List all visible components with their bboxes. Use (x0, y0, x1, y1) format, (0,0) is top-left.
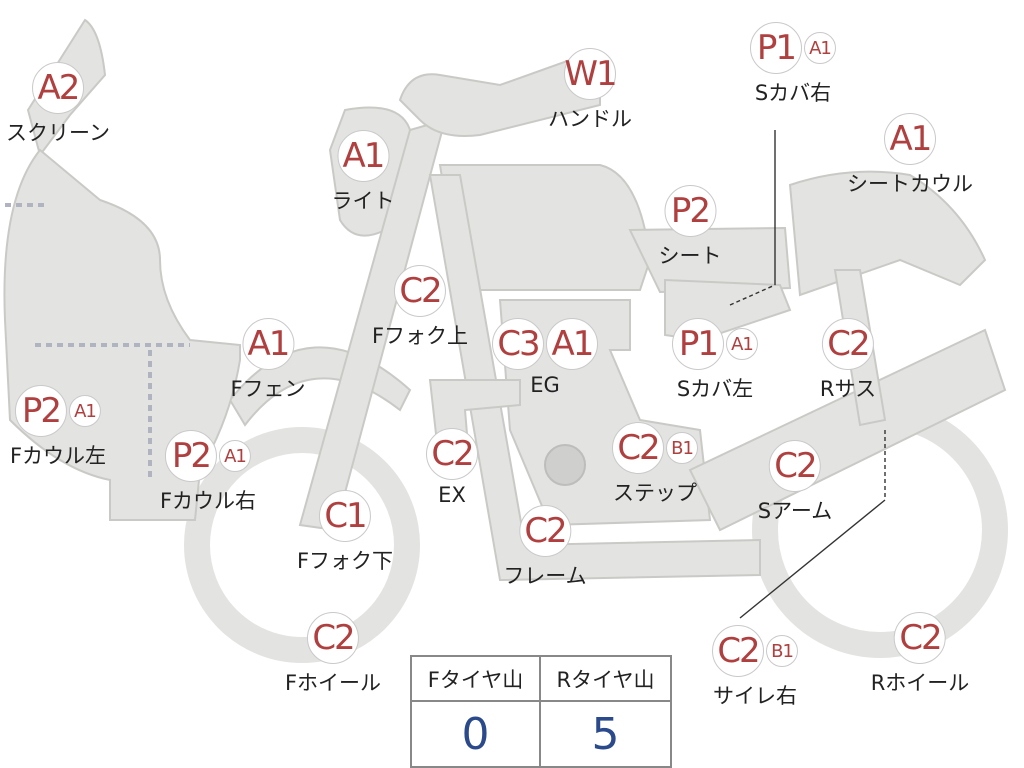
part-fwheel: C2 Fホイール (285, 612, 381, 697)
grade-badge: P1 (672, 318, 724, 370)
part-label: Fフェン (230, 377, 306, 401)
grade-badge: W1 (564, 48, 618, 100)
seat-shape (628, 226, 792, 294)
part-label: Fカウル右 (159, 489, 257, 513)
grade-badge: C2 (768, 440, 821, 492)
part-label: Rホイール (870, 671, 970, 695)
grade-badge-small: A1 (804, 32, 836, 64)
grade-badge: P1 (750, 22, 802, 74)
swing-arm-shape (688, 328, 1007, 532)
grade-badge: P2 (165, 430, 217, 482)
front-wheel-shape (184, 427, 420, 663)
part-ffork-upper: C2 Fフォク上 (372, 265, 468, 350)
part-scover-left: P1 A1 Sカバ左 (672, 318, 758, 403)
part-rsus: C2 Rサス (820, 318, 876, 403)
part-handle: W1 ハンドル (548, 48, 632, 133)
rear-tire-header: Rタイヤ山 (541, 657, 670, 702)
part-label: スクリーン (6, 121, 110, 145)
part-label: サイレ右 (713, 684, 797, 708)
part-ex: C2 EX (426, 428, 478, 507)
rear-tire-value: 5 (591, 708, 620, 760)
front-tire-value: 0 (412, 702, 541, 766)
part-label: EG (530, 373, 560, 397)
grade-badge: C2 (894, 612, 946, 664)
part-label: Rサス (819, 377, 877, 401)
grade-badge: C3 (492, 318, 544, 370)
engine-hub-shape (544, 444, 586, 486)
grade-badge: A1 (242, 318, 294, 370)
part-label: Fフォク下 (296, 549, 394, 573)
grade-badge-small: A1 (726, 328, 758, 360)
part-silencer-right: C2 B1 サイレ右 (712, 625, 798, 710)
part-sarm: C2 Sアーム (758, 440, 832, 525)
grade-badge: P2 (15, 385, 67, 437)
part-screen: A2 スクリーン (6, 62, 110, 147)
grade-badge-small: B1 (766, 635, 798, 667)
leader-line-silencer (739, 499, 886, 619)
grade-badge-small: A1 (219, 440, 251, 472)
part-scover-right: P1 A1 Sカバ右 (750, 22, 836, 107)
part-label: ライト (331, 189, 395, 213)
front-tire-header: Fタイヤ山 (412, 657, 541, 702)
grade-badge: A1 (546, 318, 598, 370)
grade-badge: P2 (664, 185, 716, 237)
grade-badge: C2 (426, 428, 478, 480)
grade-badge: C2 (519, 505, 571, 557)
part-label: EX (438, 483, 466, 507)
grade-badge: A1 (337, 130, 389, 182)
tire-tread-table: Fタイヤ山 Rタイヤ山 0 5 (410, 655, 672, 768)
part-ffender: A1 Fフェン (230, 318, 306, 403)
part-light: A1 ライト (332, 130, 395, 215)
part-seat-cowl: A1 シートカウル (847, 113, 973, 198)
seat-cowl-shape (788, 170, 987, 297)
part-label: フレーム (503, 564, 587, 588)
part-frame: C2 フレーム (503, 505, 587, 590)
frame-shape (428, 174, 761, 582)
grade-badge: C1 (319, 490, 371, 542)
part-step: C2 B1 ステップ (612, 422, 698, 507)
part-fcowl-right: P2 A1 Fカウル右 (160, 430, 256, 515)
part-label: Fフォク上 (371, 324, 469, 348)
part-fcowl-left: P2 A1 Fカウル左 (10, 385, 106, 470)
part-seat: P2 シート (659, 185, 722, 270)
grade-badge: C2 (612, 422, 664, 474)
grade-badge-small: A1 (69, 395, 101, 427)
part-eg: C3 A1 EG (492, 318, 598, 397)
part-label: Fカウル左 (9, 444, 107, 468)
part-rwheel: C2 Rホイール (870, 612, 970, 697)
part-label: ステップ (613, 481, 697, 505)
part-ffork-lower: C1 Fフォク下 (297, 490, 393, 575)
grade-badge: C2 (394, 265, 446, 317)
part-label: Fホイール (284, 671, 382, 695)
grade-badge-small: B1 (666, 432, 698, 464)
grade-badge: C2 (712, 625, 764, 677)
part-label: Sアーム (757, 499, 833, 523)
part-label: Sカバ右 (754, 81, 832, 105)
grade-badge: A1 (884, 113, 936, 165)
part-label: Sカバ左 (676, 377, 754, 401)
part-label: シート (658, 244, 722, 268)
grade-badge: C2 (821, 318, 874, 370)
part-label: シートカウル (847, 172, 973, 196)
grade-badge: A2 (31, 62, 84, 114)
leader-line-scover-right-dash (729, 284, 776, 306)
grade-badge: C2 (307, 612, 359, 664)
part-label: ハンドル (548, 107, 632, 131)
